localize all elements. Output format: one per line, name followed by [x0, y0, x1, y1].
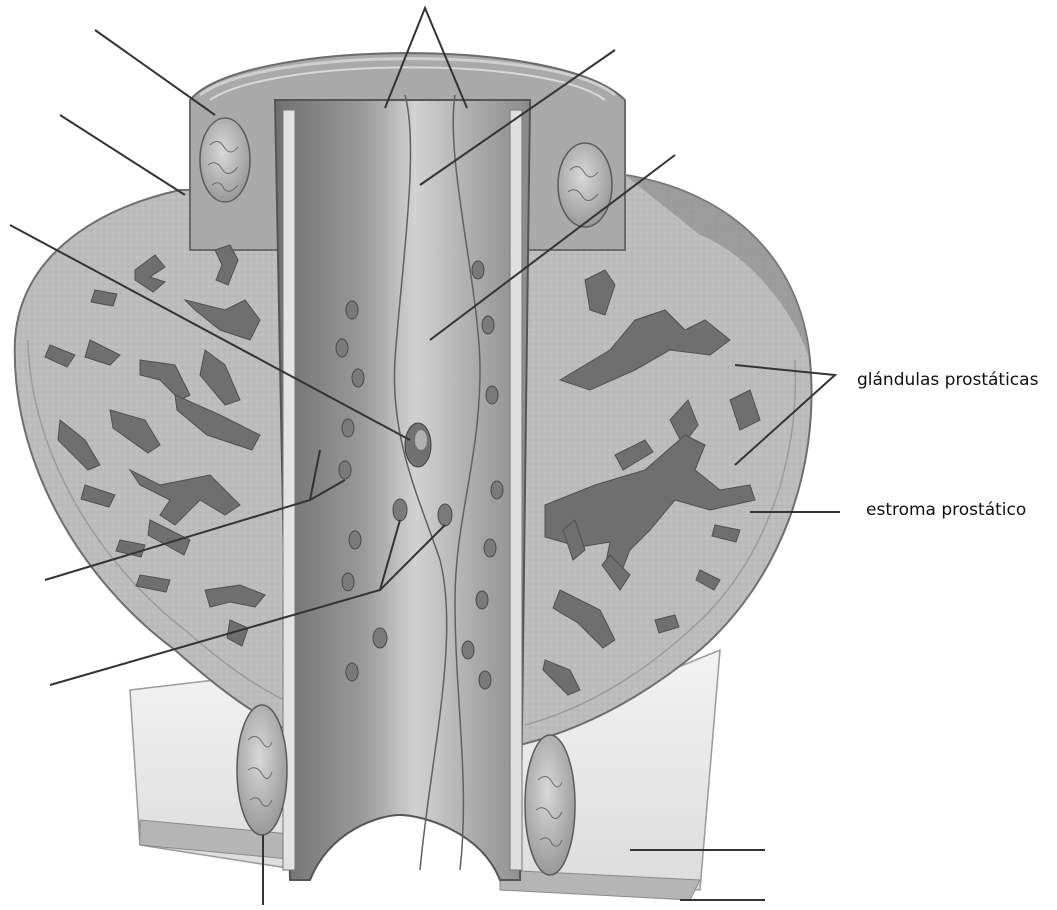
leader-line-upper-left-2: [60, 115, 185, 195]
label-prostatic-stroma: estroma prostático: [866, 500, 1026, 520]
lower-left-muscle-bundle: [237, 705, 287, 835]
leader-line-upper-left-1: [95, 30, 215, 115]
lower-right-muscle-bundle: [525, 735, 575, 875]
label-prostatic-glands: glándulas prostáticas: [857, 370, 1038, 390]
upper-right-muscle-bundle: [558, 143, 612, 227]
